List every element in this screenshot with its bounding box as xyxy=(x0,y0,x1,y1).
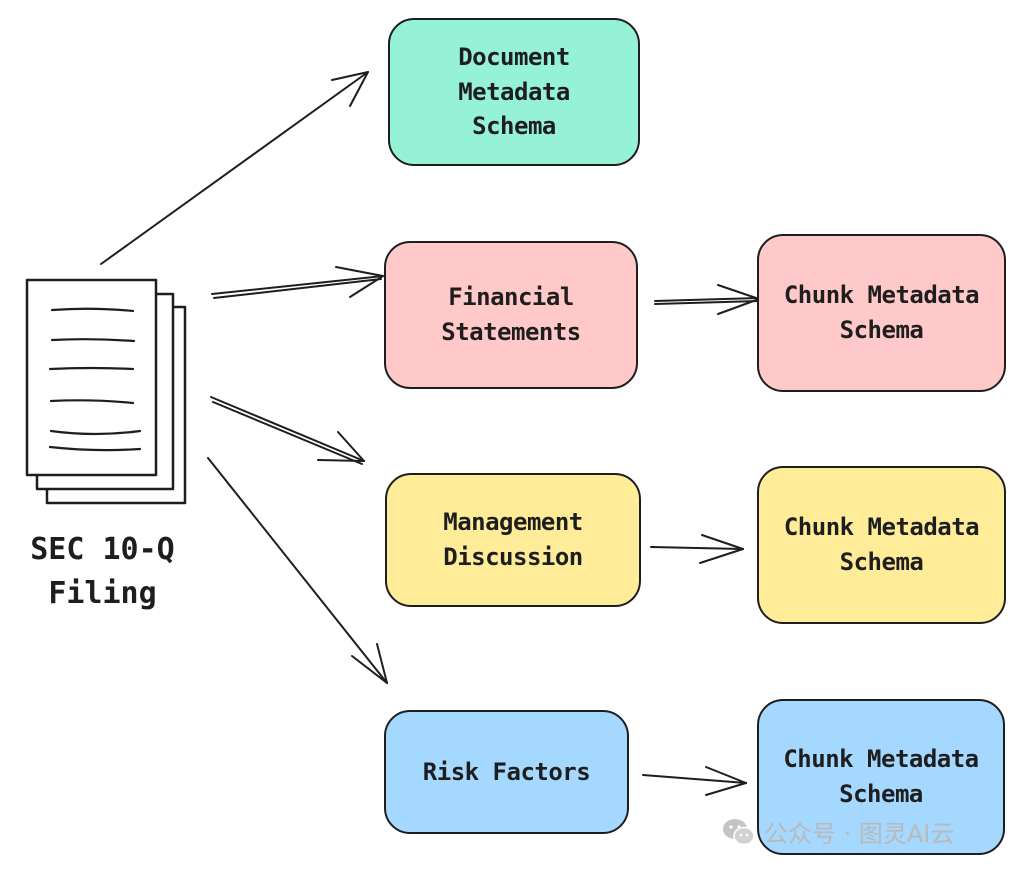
chunk-metadata-schema-financial-label: Chunk Metadata Schema xyxy=(783,281,980,344)
watermark-text: 公众号 · 图灵AI云 xyxy=(764,820,955,848)
arrow-management-to-chunk xyxy=(650,534,744,564)
risk-factors-label: Risk Factors xyxy=(422,757,591,786)
watermark: 公众号 · 图灵AI云 xyxy=(722,814,954,849)
document-metadata-schema-label: Document Metadata Schema xyxy=(458,42,570,141)
chunk-metadata-schema-risk-box: Chunk Metadata Schema xyxy=(757,699,1005,855)
document-stack-icon xyxy=(25,278,187,505)
management-discussion-box: Management Discussion xyxy=(385,473,641,607)
management-discussion-label: Management Discussion xyxy=(443,508,583,571)
chunk-metadata-schema-financial-box: Chunk Metadata Schema xyxy=(757,234,1006,392)
financial-statements-label: Financial Statements xyxy=(441,283,581,346)
wechat-icon xyxy=(723,818,755,845)
arrow-to-management-discussion xyxy=(210,396,365,465)
source-document-label: SEC 10-Q Filing xyxy=(30,532,175,611)
arrow-to-document-metadata xyxy=(100,71,369,265)
document-metadata-schema-box: Document Metadata Schema xyxy=(388,18,640,166)
arrow-risk-to-chunk xyxy=(642,766,747,796)
chunk-metadata-schema-risk-label: Chunk Metadata Schema xyxy=(783,745,979,808)
arrow-to-risk-factors xyxy=(207,457,388,684)
arrow-to-financial-statements xyxy=(211,266,384,299)
chunk-metadata-schema-management-label: Chunk Metadata Schema xyxy=(783,513,980,576)
chunk-metadata-schema-management-box: Chunk Metadata Schema xyxy=(757,466,1006,624)
risk-factors-box: Risk Factors xyxy=(384,710,629,834)
financial-statements-box: Financial Statements xyxy=(384,241,638,389)
arrow-financial-to-chunk xyxy=(654,284,760,315)
